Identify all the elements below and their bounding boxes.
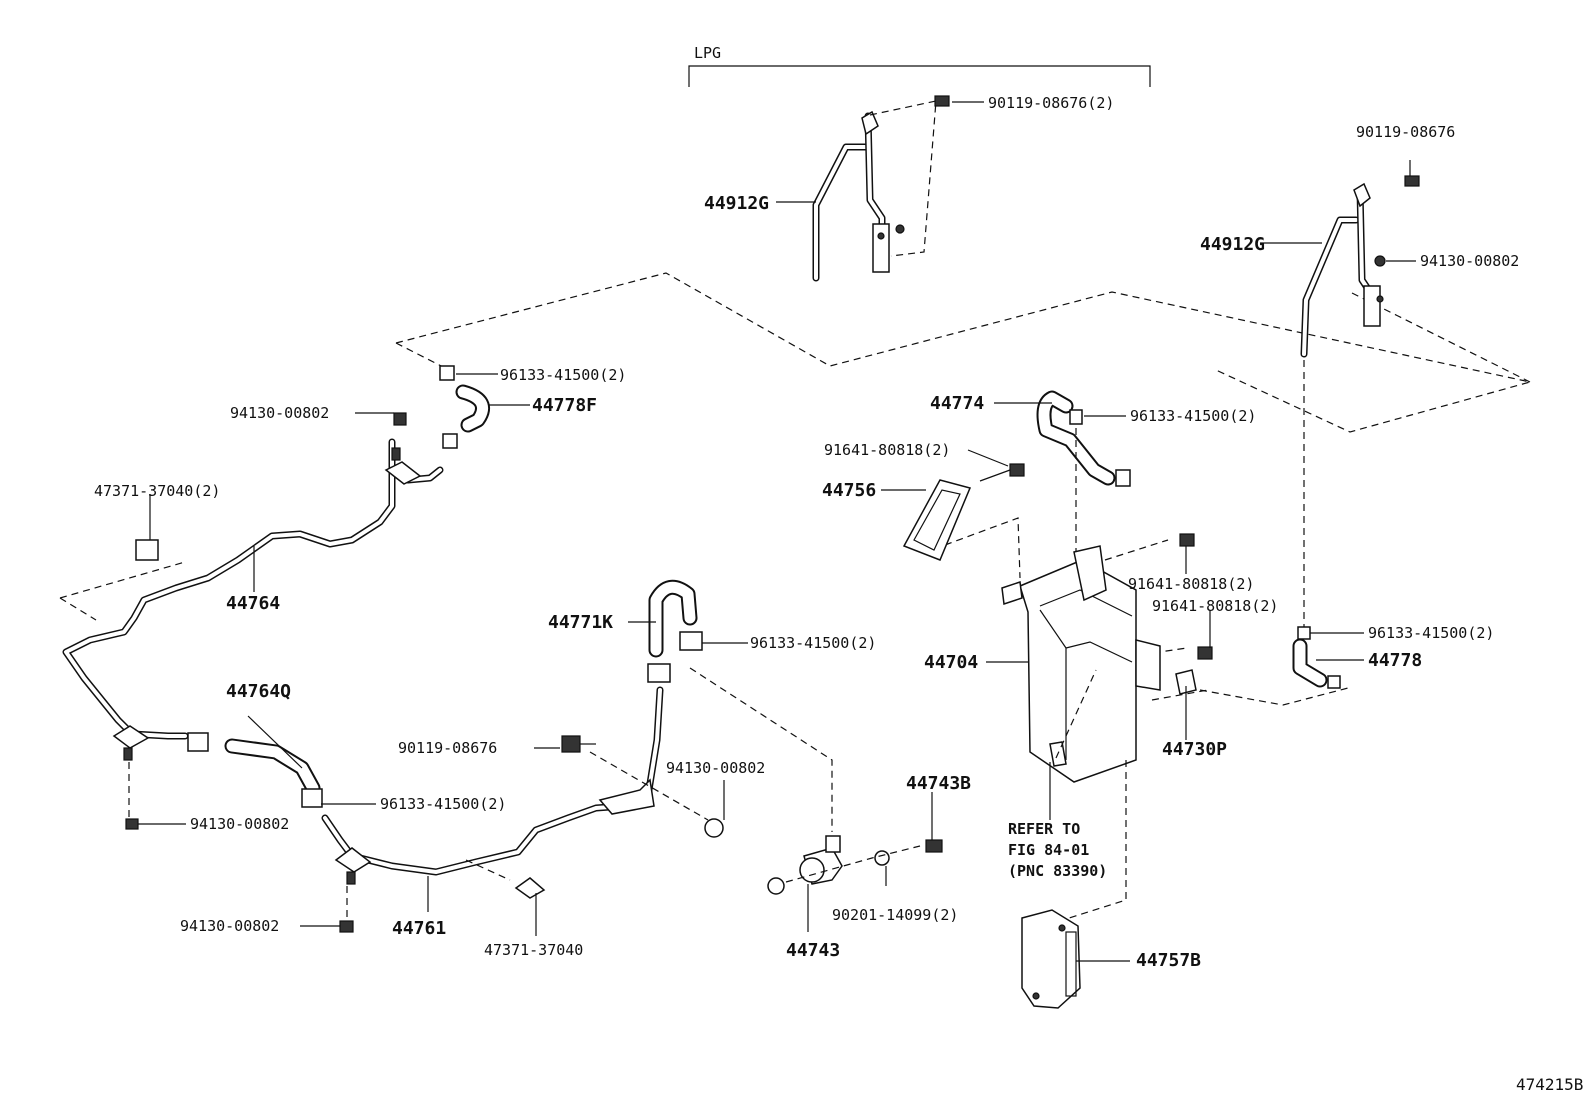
- part-label: 96133-41500(2): [500, 366, 626, 384]
- part-label: 44743B: [906, 773, 971, 794]
- bolt-icon: [925, 839, 943, 853]
- part-label: 94130-00802: [1420, 252, 1519, 270]
- part-label: 94130-00802: [666, 759, 765, 777]
- hose-clamp-icon: [1297, 626, 1311, 640]
- part-label: 44774: [930, 393, 984, 414]
- part-label: 44764: [226, 593, 280, 614]
- part-label: 44756: [822, 480, 876, 501]
- part-label: 44912G: [1200, 234, 1265, 255]
- part-label: 44778F: [532, 395, 597, 416]
- hose-44764q: [224, 738, 323, 808]
- hose-44778: [1292, 626, 1341, 689]
- nut-icon: [339, 920, 354, 933]
- part-labels: 90119-08676(2) 90119-08676 44912G 44912G…: [94, 94, 1519, 971]
- part-label: 44771K: [548, 612, 613, 633]
- part-label: 94130-00802: [230, 404, 329, 422]
- pipe-44764: [62, 412, 444, 830]
- hose-clamp-icon: [1069, 409, 1083, 425]
- part-label: 96133-41500(2): [380, 795, 506, 813]
- reference-line: REFER TO: [1008, 820, 1080, 838]
- hose-clamp-icon: [439, 365, 455, 381]
- bolt-icon: [1197, 646, 1213, 660]
- tank-44704: [1001, 533, 1213, 925]
- bolt-icon: [561, 735, 581, 753]
- figure-id: 474215B: [1516, 1075, 1583, 1094]
- sensor-icon: [1175, 669, 1197, 695]
- reference-line: (PNC 83390): [1008, 862, 1107, 880]
- part-label: 44743: [786, 940, 840, 961]
- hose-clamp-icon: [679, 631, 703, 651]
- reference-note: REFER TO FIG 84-01 (PNC 83390): [1008, 820, 1107, 880]
- leader-lines: [138, 101, 1416, 962]
- part-label: 91641-80818(2): [1128, 575, 1254, 593]
- nut-icon: [1374, 255, 1386, 267]
- hose-44771k: [647, 579, 833, 832]
- lpg-section-bracket: LPG: [688, 44, 1151, 87]
- part-label: 90119-08676(2): [988, 94, 1114, 112]
- bolt-icon: [1179, 533, 1195, 547]
- clip-icon: [135, 539, 159, 561]
- part-label: 94130-00802: [190, 815, 289, 833]
- hose-clamp-icon: [1115, 469, 1131, 487]
- bracket-44757b: [1021, 909, 1081, 1009]
- part-label: 91641-80818(2): [824, 441, 950, 459]
- part-label: 96133-41500(2): [1130, 407, 1256, 425]
- part-label: 44764Q: [226, 681, 291, 702]
- part-label: 47371-37040: [484, 941, 583, 959]
- part-label: 44912G: [704, 193, 769, 214]
- hose-clamp-icon: [187, 732, 209, 752]
- nut-icon: [704, 818, 724, 838]
- hose-clamp-icon: [1327, 675, 1341, 689]
- washer-icon: [874, 850, 890, 866]
- part-label: 44730P: [1162, 739, 1227, 760]
- part-label: 96133-41500(2): [1368, 624, 1494, 642]
- part-label: 94130-00802: [180, 917, 279, 935]
- part-label: 44778: [1368, 650, 1422, 671]
- hose-clamp-icon: [301, 788, 323, 808]
- valve-44743: [767, 835, 943, 895]
- bolt-icon: [1404, 175, 1420, 187]
- hose-clamp-icon: [647, 663, 671, 683]
- bolt-icon: [934, 95, 950, 107]
- part-label: 90119-08676: [398, 739, 497, 757]
- part-label: 96133-41500(2): [750, 634, 876, 652]
- bracket-44912g-right: [1300, 175, 1420, 628]
- hose-44774: [1036, 390, 1131, 555]
- bracket-44912g-left: [812, 95, 950, 282]
- washer-icon: [767, 877, 785, 895]
- part-label: 91641-80818(2): [1152, 597, 1278, 615]
- lpg-label: LPG: [694, 44, 721, 62]
- nut-icon: [393, 412, 407, 426]
- cover-44756: [902, 463, 1025, 561]
- nut-icon: [125, 818, 139, 830]
- part-label: 44757B: [1136, 950, 1201, 971]
- part-label: 47371-37040(2): [94, 482, 220, 500]
- pipe-44761: [321, 686, 724, 933]
- part-label: 90119-08676: [1356, 123, 1455, 141]
- part-label: 44761: [392, 918, 446, 939]
- hose-44778f: [439, 365, 490, 449]
- clip-icon: [514, 877, 546, 899]
- hose-clamp-icon: [442, 433, 458, 449]
- part-label: 44704: [924, 652, 978, 673]
- reference-line: FIG 84-01: [1008, 841, 1089, 859]
- part-label: 90201-14099(2): [832, 906, 958, 924]
- bolt-icon: [1009, 463, 1025, 477]
